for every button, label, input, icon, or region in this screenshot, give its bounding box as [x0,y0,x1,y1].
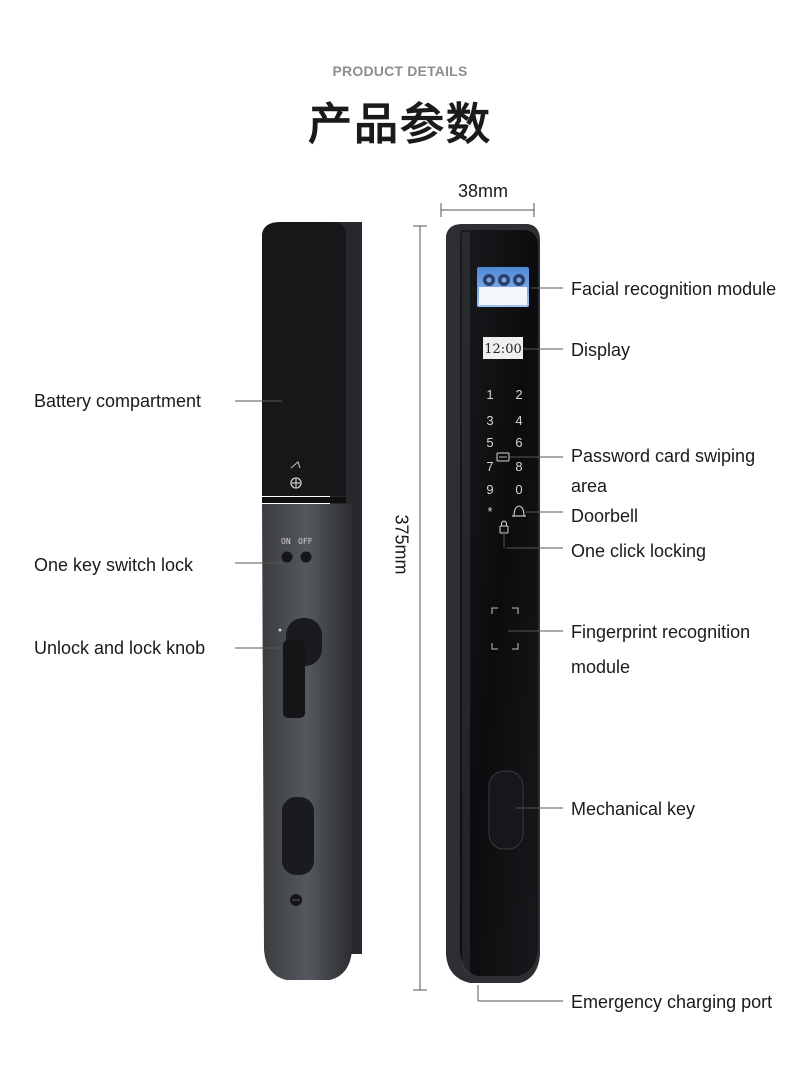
switch-on-text: ON [281,537,291,546]
arrow-icon [290,461,301,469]
key-2[interactable]: 2 [515,387,522,402]
width-dimension-label: 38mm [458,181,509,201]
front-key-slot [488,770,524,850]
label-facial-recognition: Facial recognition module [571,279,777,299]
label-battery-compartment: Battery compartment [34,391,202,411]
page-title: 产品参数 [308,99,492,150]
key-5[interactable]: 5 [486,435,493,450]
label-unlock-lock-knob: Unlock and lock knob [34,638,206,658]
label-one-key-switch-lock: One key switch lock [34,555,194,575]
label-fingerprint-line1: Fingerprint recognition [571,622,751,642]
back-key-slot [282,797,314,875]
screw-icon [290,477,302,489]
label-mechanical-key: Mechanical key [571,799,696,819]
key-9[interactable]: 9 [486,482,493,497]
switch-off-button [300,551,312,563]
key-3[interactable]: 3 [486,413,493,428]
front-lock: 12:00 1 2 3 4 5 6 7 8 9 0 * [446,224,540,983]
key-8[interactable]: 8 [515,459,522,474]
display-clock: 12:00 [484,342,521,357]
fingerprint-icon [491,607,519,650]
key-0[interactable]: 0 [515,482,522,497]
label-one-click-locking: One click locking [571,541,707,561]
height-dimension-label: 375mm [391,514,412,575]
key-6[interactable]: 6 [515,435,522,450]
card-icon [496,452,510,462]
label-password-card-line2: area [571,476,608,496]
key-star[interactable]: * [487,504,492,519]
label-fingerprint-line2: module [571,657,631,677]
label-display: Display [571,340,631,360]
key-7[interactable]: 7 [486,459,493,474]
key-4[interactable]: 4 [515,413,522,428]
bell-icon [513,505,525,517]
back-body [262,504,352,980]
switch-off-text: OFF [298,537,313,546]
leader-lines [235,287,563,1002]
switch-on-button [281,551,293,563]
label-emergency-charging: Emergency charging port [571,992,773,1012]
display-screen [483,337,523,359]
label-password-card-line1: Password card swiping [571,446,756,466]
label-doorbell: Doorbell [571,506,639,526]
section-subtitle: PRODUCT DETAILS [332,63,468,79]
back-lock: ON OFF [262,222,362,980]
key-1[interactable]: 1 [486,387,493,402]
battery-cover [262,222,346,496]
dimension-lines [413,203,535,991]
keypad: 1 2 3 4 5 6 7 8 9 0 * [486,387,522,519]
